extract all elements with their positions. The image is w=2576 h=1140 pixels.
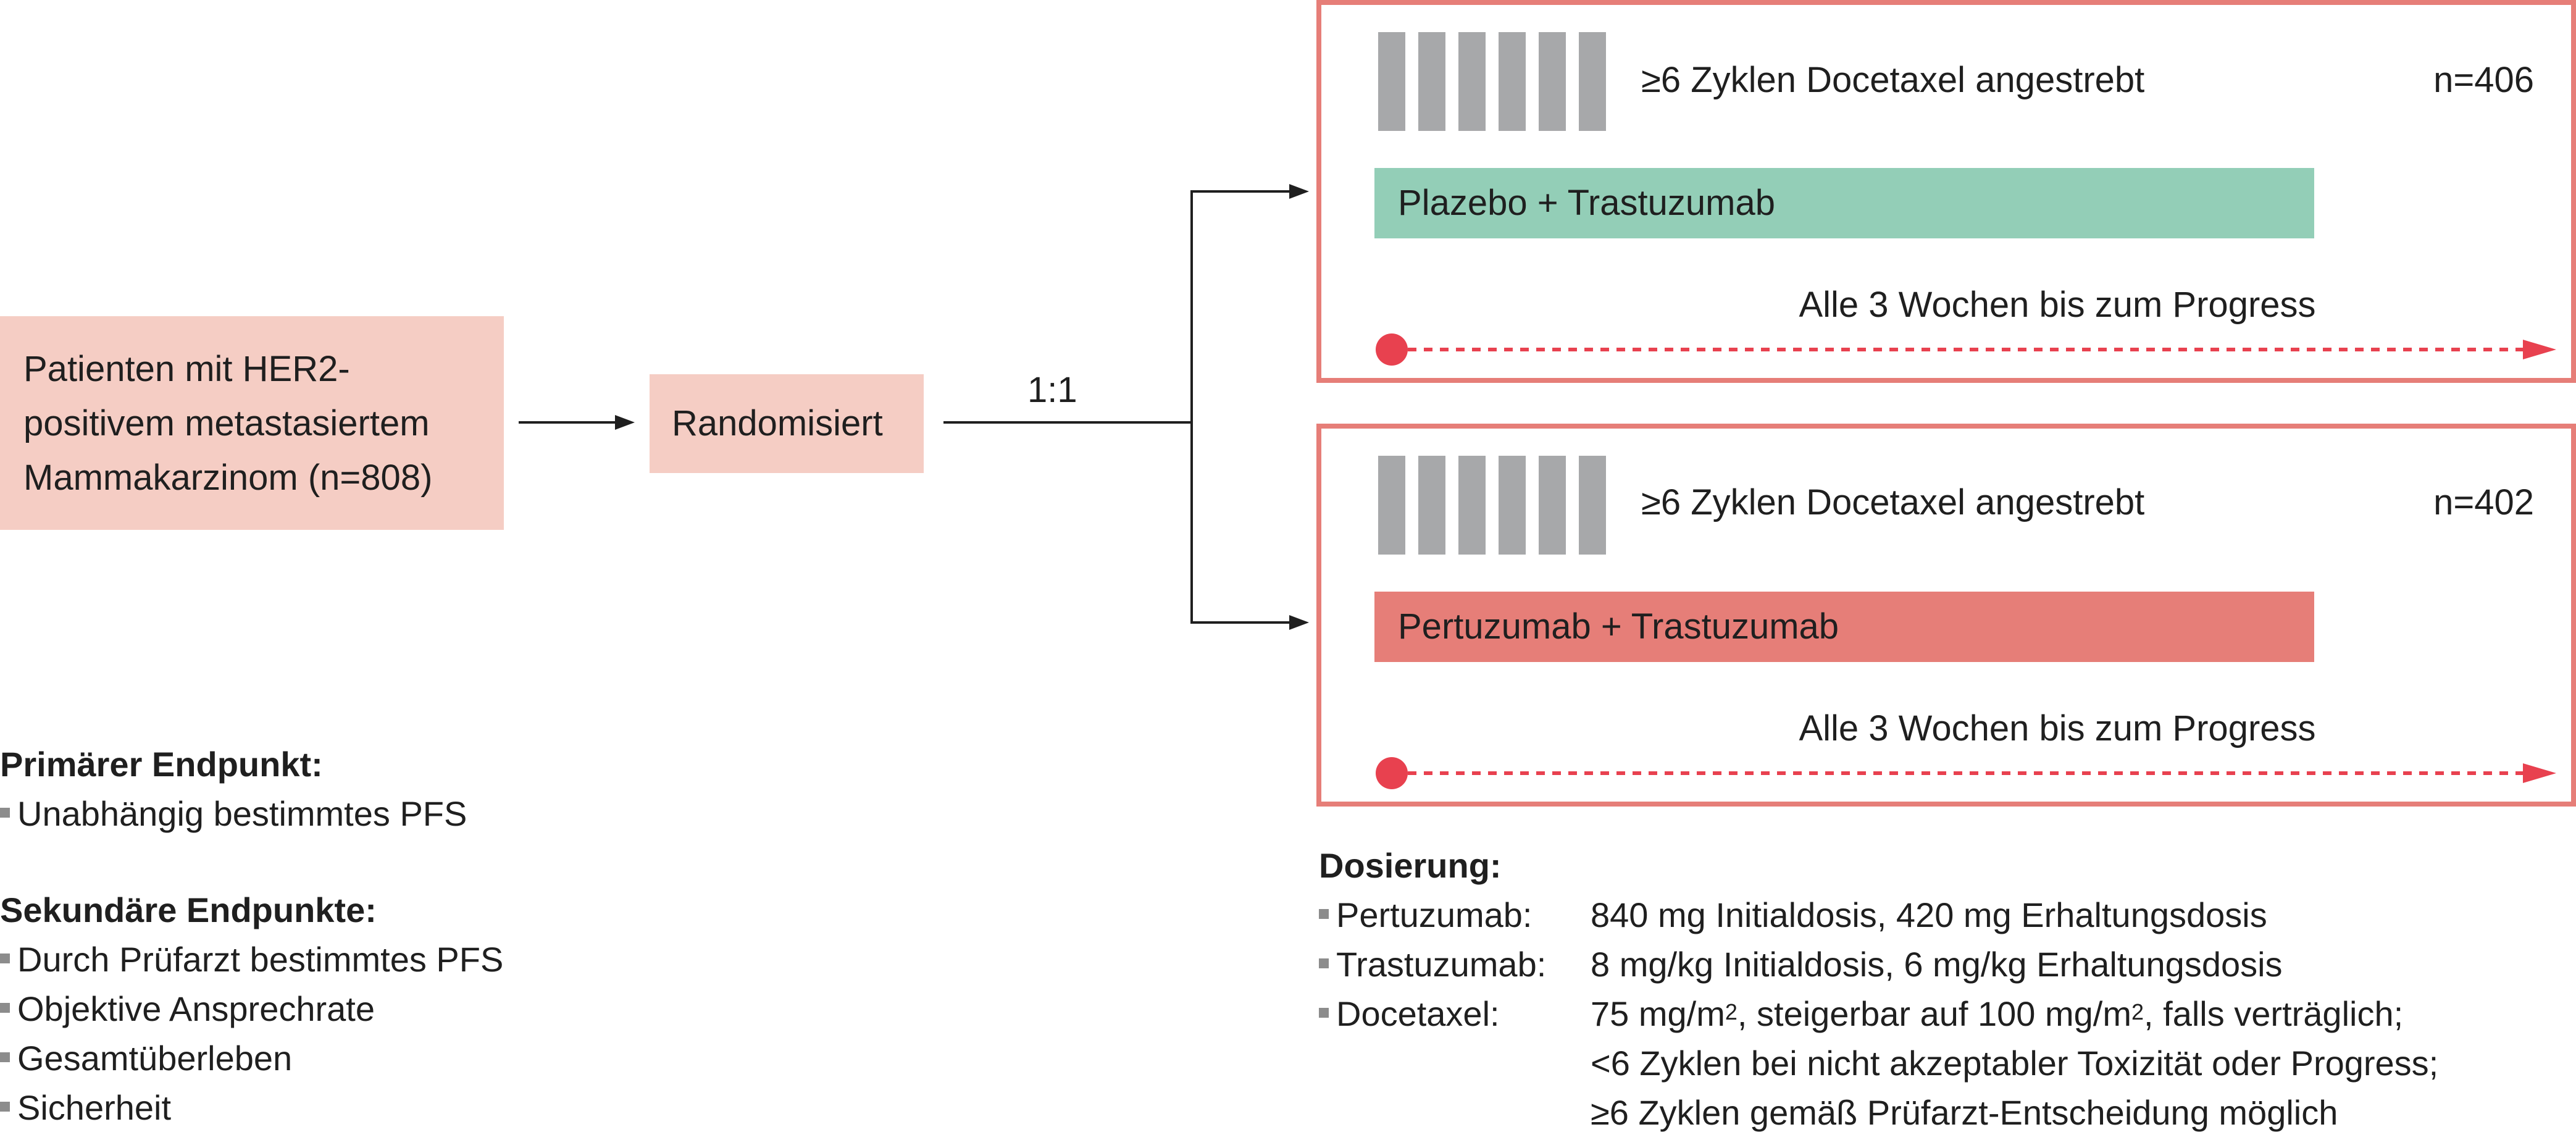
ratio-label: 1:1 — [1027, 370, 1077, 410]
arm-1-box: ≥6 Zyklen Docetaxel angestrebt n=406 Pla… — [1316, 0, 2576, 383]
secondary-endpoint-item-text: Gesamtüberleben — [17, 1039, 293, 1078]
cycle-bar — [1539, 32, 1566, 131]
population-line-2: positivem metastasiertem — [23, 403, 430, 443]
secondary-endpoint-item: Gesamtüberleben — [0, 1034, 503, 1083]
arm-1-n-label: n=406 — [2433, 60, 2534, 100]
dosing-row-pertuzumab: Pertuzumab: 840 mg Initialdosis, 420 mg … — [1319, 891, 2438, 940]
bullet-icon — [1319, 909, 1329, 920]
schedule-start-dot — [1376, 757, 1408, 789]
bullet-icon — [0, 808, 10, 818]
primary-endpoint-item: Unabhängig bestimmtes PFS — [0, 789, 503, 839]
endpoints-section: Primärer Endpunkt: Unabhängig bestimmtes… — [0, 740, 503, 1133]
dose-part: 75 mg/m — [1591, 994, 1725, 1033]
cycle-bar — [1579, 32, 1606, 131]
dosing-dose-text: 8 mg/kg Initialdosis, 6 mg/kg Erhaltungs… — [1591, 945, 2283, 984]
bullet-icon — [1319, 958, 1329, 969]
schedule-arrowhead — [2523, 763, 2556, 783]
schedule-arrowhead — [2523, 340, 2556, 359]
population-line-1: Patienten mit HER2- — [23, 349, 350, 389]
dosing-row-docetaxel: Docetaxel: 75 mg/m2, steigerbar auf 100 … — [1319, 989, 2438, 1039]
dosing-docetaxel-line-2: <6 Zyklen bei nicht akzeptabler Toxizitä… — [1591, 1044, 2439, 1083]
bullet-icon — [0, 953, 10, 964]
secondary-endpoint-item: Sicherheit — [0, 1083, 503, 1133]
bullet-icon — [0, 1052, 10, 1063]
cycle-bar — [1499, 32, 1526, 131]
arm-1-schedule-arrow — [1376, 333, 2556, 366]
cycle-bar — [1458, 456, 1486, 555]
dosing-dose-text: 840 mg Initialdosis, 420 mg Erhaltungsdo… — [1591, 895, 2267, 934]
cycle-bar — [1418, 32, 1445, 131]
secondary-endpoint-item-text: Durch Prüfarzt bestimmtes PFS — [17, 940, 504, 979]
cycle-bar — [1378, 32, 1405, 131]
arm-2-box: ≥6 Zyklen Docetaxel angestrebt n=402 Per… — [1316, 424, 2576, 807]
population-box: Patienten mit HER2- positivem metastasie… — [0, 316, 504, 530]
superscript: 2 — [2131, 999, 2144, 1025]
dosing-docetaxel-line-3: ≥6 Zyklen gemäß Prüfarzt-Entscheidung mö… — [1591, 1093, 2338, 1132]
arm-2-treatment-bar: Pertuzumab + Trastuzumab — [1374, 592, 2314, 662]
dosing-section: Dosierung: Pertuzumab: 840 mg Initialdos… — [1319, 841, 2438, 1138]
bullet-icon — [0, 1003, 10, 1013]
dosing-drug-name: Docetaxel: — [1336, 994, 1500, 1033]
cycle-bar — [1499, 456, 1526, 555]
bullet-icon — [0, 1102, 10, 1112]
arm-2-schedule-arrow — [1376, 757, 2556, 789]
randomized-label: Randomisiert — [672, 403, 883, 443]
arm-1-schedule-label: Alle 3 Wochen bis zum Progress — [1799, 285, 2316, 325]
dose-part: , falls verträglich; — [2144, 994, 2404, 1033]
cycle-bar — [1418, 456, 1445, 555]
arm-1-cycles-label: ≥6 Zyklen Docetaxel angestrebt — [1641, 60, 2145, 100]
cycle-bars-arm-2 — [1378, 456, 1607, 555]
schedule-start-dot — [1376, 333, 1408, 366]
cycle-bar — [1579, 456, 1606, 555]
secondary-endpoint-item-text: Objektive Ansprechrate — [17, 989, 375, 1028]
dosing-heading: Dosierung: — [1319, 846, 1502, 885]
arrowhead-randomized — [615, 415, 635, 430]
cycle-bar — [1458, 32, 1486, 131]
population-text: Patienten mit HER2- positivem metastasie… — [23, 342, 432, 505]
cycle-bar — [1378, 456, 1405, 555]
primary-endpoint-item-text: Unabhängig bestimmtes PFS — [17, 794, 467, 833]
population-line-3: Mammakarzinom (n=808) — [23, 458, 433, 498]
secondary-endpoints-heading: Sekundäre Endpunkte: — [0, 891, 377, 929]
cycle-bar — [1539, 456, 1566, 555]
dosing-row-trastuzumab: Trastuzumab: 8 mg/kg Initialdosis, 6 mg/… — [1319, 940, 2438, 989]
arm-1-treatment-label: Plazebo + Trastuzumab — [1398, 183, 1775, 223]
superscript: 2 — [1725, 999, 1738, 1025]
dosing-drug-name: Trastuzumab: — [1336, 945, 1547, 984]
dose-part: , steigerbar auf 100 mg/m — [1737, 994, 2131, 1033]
arrowhead-arm-1 — [1289, 184, 1309, 199]
dosing-drug-name: Pertuzumab: — [1336, 895, 1533, 934]
bullet-icon — [1319, 1008, 1329, 1018]
arrowhead-arm-2 — [1289, 615, 1309, 630]
secondary-endpoint-item-text: Sicherheit — [17, 1088, 172, 1127]
arm-1-treatment-bar: Plazebo + Trastuzumab — [1374, 168, 2314, 238]
arm-2-treatment-label: Pertuzumab + Trastuzumab — [1398, 606, 1839, 647]
randomized-box: Randomisiert — [650, 374, 924, 473]
arm-2-cycles-label: ≥6 Zyklen Docetaxel angestrebt — [1641, 482, 2145, 522]
arm-2-n-label: n=402 — [2433, 482, 2534, 522]
primary-endpoint-heading: Primärer Endpunkt: — [0, 745, 323, 784]
arm-2-schedule-label: Alle 3 Wochen bis zum Progress — [1799, 708, 2316, 748]
cycle-bars-arm-1 — [1378, 32, 1607, 131]
secondary-endpoint-item: Durch Prüfarzt bestimmtes PFS — [0, 935, 503, 984]
dosing-dose-text: 75 mg/m2, steigerbar auf 100 mg/m2, fall… — [1591, 989, 2403, 1039]
secondary-endpoint-item: Objektive Ansprechrate — [0, 984, 503, 1034]
